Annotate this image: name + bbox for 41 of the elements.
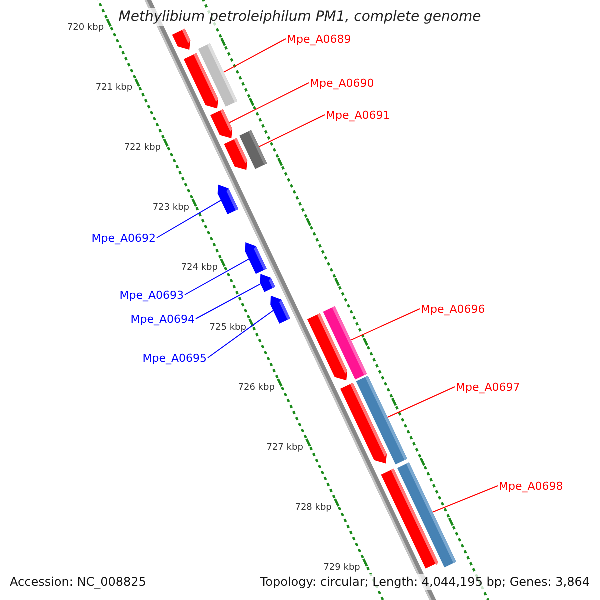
leader-line bbox=[156, 200, 222, 238]
leader-line bbox=[184, 258, 250, 296]
gene-label: Mpe_A0696 bbox=[421, 302, 486, 316]
tick-label: 722 kbp bbox=[124, 142, 162, 153]
tick-label: 726 kbp bbox=[238, 382, 275, 393]
gene-feature bbox=[184, 53, 218, 109]
genome-stats-text: Topology: circular; Length: 4,044,195 bp; Genes: 3,864 bbox=[259, 574, 591, 590]
leader-line bbox=[387, 386, 456, 418]
tick-label: 721 kbp bbox=[96, 82, 133, 93]
tick-label: 728 kbp bbox=[295, 502, 332, 513]
gene-feature bbox=[260, 274, 276, 292]
gene-feature bbox=[245, 242, 267, 274]
gene-feature bbox=[210, 109, 233, 139]
gene-label: Mpe_A0691 bbox=[326, 108, 390, 122]
leader-line bbox=[350, 308, 420, 341]
leader-line bbox=[432, 486, 498, 513]
tick-label: 725 kbp bbox=[210, 322, 246, 333]
tick-label: 729 kbp bbox=[324, 562, 360, 573]
gene-label: Mpe_A0692 bbox=[92, 232, 156, 244]
gene-label: Mpe_A0698 bbox=[499, 480, 564, 492]
gene-feature bbox=[172, 28, 191, 50]
leader-line bbox=[208, 310, 274, 358]
tick-label: 723 kbp bbox=[152, 202, 190, 213]
gene-label: Mpe_A0694 bbox=[130, 312, 195, 326]
gene-label: Mpe_A0690 bbox=[310, 76, 374, 90]
tick-label: 720 kbp bbox=[67, 22, 104, 33]
tick-label: 724 kbp bbox=[181, 262, 218, 273]
gene-feature bbox=[218, 184, 239, 215]
accession-text: Accession: NC_008825 bbox=[9, 574, 148, 590]
gene-feature bbox=[224, 138, 248, 170]
leader-line bbox=[258, 114, 326, 148]
gene-label: Mpe_A0689 bbox=[287, 32, 352, 46]
leader-line bbox=[223, 38, 286, 73]
gene-label: Mpe_A0695 bbox=[142, 352, 207, 364]
gene-label: Mpe_A0697 bbox=[456, 380, 520, 394]
leader-line bbox=[196, 284, 262, 320]
map-title: Methylibium petroleiphilum PM1, complete genome bbox=[116, 8, 484, 26]
gene-label: Mpe_A0693 bbox=[120, 288, 184, 302]
gene-feature bbox=[270, 296, 290, 324]
leader-line bbox=[229, 82, 310, 124]
tick-label: 727 kbp bbox=[266, 442, 304, 453]
